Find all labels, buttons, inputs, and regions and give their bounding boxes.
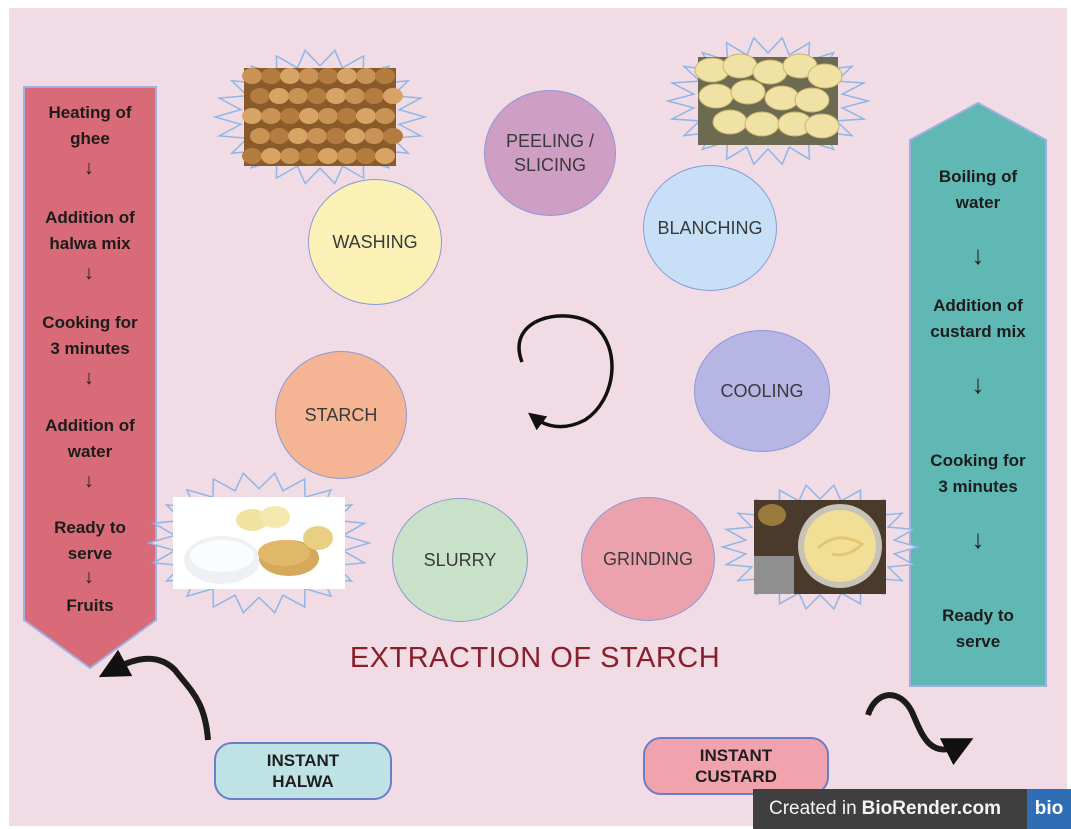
potato-slice-shape: [808, 64, 842, 88]
potato-shape: [326, 88, 346, 104]
potatoes-photo: [242, 68, 403, 166]
halwa-step: Cooking for 3 minutes: [26, 310, 154, 361]
potato-shape: [242, 148, 262, 164]
custard-step: Addition of custard mix: [912, 293, 1044, 344]
custard-step: Ready to serve: [912, 603, 1044, 654]
down-arrow-icon: ↓: [79, 262, 99, 285]
potato-shape: [269, 128, 289, 144]
potato-shape: [261, 108, 281, 124]
custard-bowl-photo: [754, 500, 886, 594]
potato-shape: [288, 128, 308, 144]
potato-shape: [356, 148, 376, 164]
potato-shape: [307, 128, 327, 144]
potato-slice-shape: [765, 86, 799, 110]
potato-shape: [307, 88, 327, 104]
potato-shape: [318, 108, 338, 124]
potato-slice-shape: [699, 84, 733, 108]
cycle-step-washing: WASHING: [308, 179, 442, 305]
potato-shape: [250, 128, 270, 144]
potato-slice-shape: [795, 88, 829, 112]
potato-shape: [337, 108, 357, 124]
potato-shape: [364, 88, 384, 104]
potato-shape: [280, 148, 300, 164]
curved-arrow-icon: [112, 659, 208, 740]
potato-shape: [345, 128, 365, 144]
potato-shape: [364, 128, 384, 144]
custard-step: Boiling of water: [912, 164, 1044, 215]
potato-slices-photo: [695, 54, 842, 145]
potato-shape: [288, 88, 308, 104]
potato-slice-shape: [753, 60, 787, 84]
potato-shape: [383, 88, 403, 104]
down-arrow-icon: ↓: [968, 524, 988, 555]
down-arrow-icon: ↓: [79, 367, 99, 390]
halwa-step: Heating of ghee: [26, 100, 154, 151]
potato-shape: [318, 148, 338, 164]
created-in-text: Created in: [769, 798, 857, 820]
potato-shape: [337, 148, 357, 164]
cycle-step-peeling-slicing: PEELING / SLICING: [484, 90, 616, 216]
instant-halwa-label: INSTANT HALWA: [214, 742, 392, 800]
potato-shape: [375, 108, 395, 124]
biorender-brand: BioRender.com: [862, 798, 1001, 820]
potato-shape: [375, 148, 395, 164]
potato-shape: [345, 88, 365, 104]
potato-slice-shape: [731, 80, 765, 104]
potato-slice-shape: [805, 114, 839, 138]
down-arrow-icon: ↓: [968, 369, 988, 400]
cycle-step-starch: STARCH: [275, 351, 407, 479]
instant-custard-label: INSTANT CUSTARD: [643, 737, 829, 795]
potato-slice-shape: [745, 112, 779, 136]
potato-shape: [269, 88, 289, 104]
potato-shape: [299, 68, 319, 84]
down-arrow-icon: ↓: [79, 157, 99, 180]
potato-slice-shape: [723, 54, 757, 78]
diagram-title: EXTRACTION OF STARCH: [330, 642, 740, 675]
down-arrow-icon: ↓: [79, 566, 99, 589]
down-arrow-icon: ↓: [79, 470, 99, 493]
potato-shape: [356, 108, 376, 124]
cycle-step-slurry: SLURRY: [392, 498, 528, 622]
halwa-step: Fruits: [26, 593, 154, 619]
custard-step: Cooking for 3 minutes: [912, 448, 1044, 499]
potato-shape: [299, 108, 319, 124]
potato-shape: [375, 68, 395, 84]
potato-shape: [356, 68, 376, 84]
cycle-step-cooling: COOLING: [694, 330, 830, 452]
potato-shape: [318, 68, 338, 84]
potato-shape: [299, 148, 319, 164]
potato-shape: [261, 148, 281, 164]
potato-shape: [326, 128, 346, 144]
potato-shape: [280, 108, 300, 124]
halwa-step: Ready to serve: [26, 515, 154, 566]
potato-starch-photo: [173, 497, 345, 589]
potato-slice-shape: [713, 110, 747, 134]
potato-shape: [337, 68, 357, 84]
biorender-badge[interactable]: Created in BioRender.com bio: [753, 789, 1071, 829]
halwa-step: Addition of water: [26, 413, 154, 464]
potato-shape: [280, 68, 300, 84]
potato-shape: [242, 108, 262, 124]
potato-shape: [250, 88, 270, 104]
down-arrow-icon: ↓: [968, 240, 988, 271]
biorender-logo: bio: [1027, 789, 1071, 829]
cycle-arrow-icon: [519, 316, 612, 427]
potato-shape: [242, 68, 262, 84]
curved-arrow-icon: [868, 695, 960, 749]
potato-shape: [261, 68, 281, 84]
halwa-step: Addition of halwa mix: [26, 205, 154, 256]
cycle-step-grinding: GRINDING: [581, 497, 715, 621]
potato-shape: [383, 128, 403, 144]
cycle-step-blanching: BLANCHING: [643, 165, 777, 291]
